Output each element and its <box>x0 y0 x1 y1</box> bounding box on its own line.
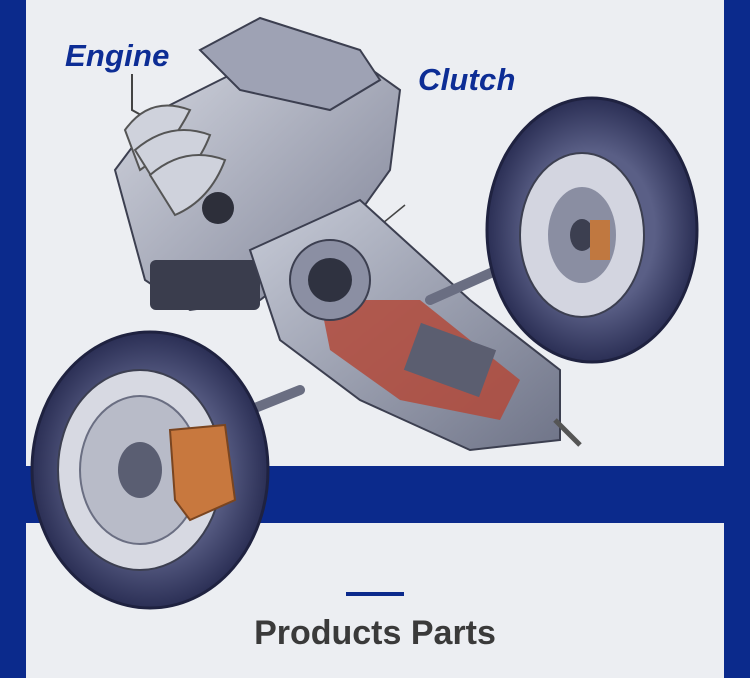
title-accent-line <box>346 592 404 596</box>
engine-block <box>113 16 402 312</box>
clutch-label: Clutch <box>418 62 516 97</box>
section-title: Products Parts <box>254 614 496 652</box>
right-wheel <box>485 96 699 364</box>
transmission <box>248 198 582 452</box>
engine-label: Engine <box>65 38 170 73</box>
brake-caliper <box>168 423 237 522</box>
left-wheel <box>30 330 270 610</box>
